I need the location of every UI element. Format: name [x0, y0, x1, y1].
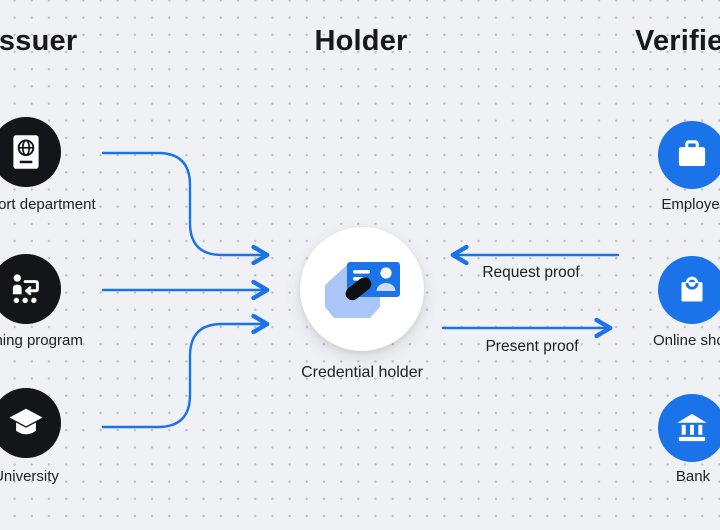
graduation-cap-icon: [9, 408, 43, 435]
verifier-node-employer: [658, 121, 720, 189]
issuer-label-training-program: Training program: [0, 332, 83, 349]
verifier-label-employer: Employer: [661, 196, 720, 213]
arrow-university-to-holder: [101, 313, 270, 429]
training-icon: [12, 274, 39, 304]
issuer-label-university: University: [0, 468, 59, 485]
column-title-verifier: Verifier: [635, 25, 720, 57]
verifier-label-bank: Bank: [675, 468, 711, 485]
verifier-node-online-shop: [658, 256, 720, 324]
passport-icon: [13, 135, 39, 169]
column-title-issuer: Issuer: [0, 25, 78, 57]
holder-node-credential-holder: [300, 227, 424, 351]
issuer-node-university: [0, 388, 61, 458]
issuer-node-passport-department: [0, 117, 61, 187]
bank-icon: [677, 413, 707, 442]
verifier-node-bank: [658, 394, 720, 462]
shopping-bag-icon: [681, 276, 703, 302]
verifier-label-online-shop: Online shop: [652, 332, 720, 349]
holder-label-credential-holder: Credential holder: [301, 364, 423, 381]
arrow-passport-to-holder: [101, 151, 270, 266]
briefcase-icon: [678, 140, 706, 167]
issuer-node-training-program: [0, 254, 61, 324]
issuer-label-passport-department: Passport department: [0, 196, 96, 213]
id-card-in-hand-icon: [325, 262, 400, 318]
column-title-holder: Holder: [314, 25, 408, 57]
flow-label-present-proof: Present proof: [485, 338, 579, 355]
flow-label-request-proof: Request proof: [482, 264, 580, 281]
